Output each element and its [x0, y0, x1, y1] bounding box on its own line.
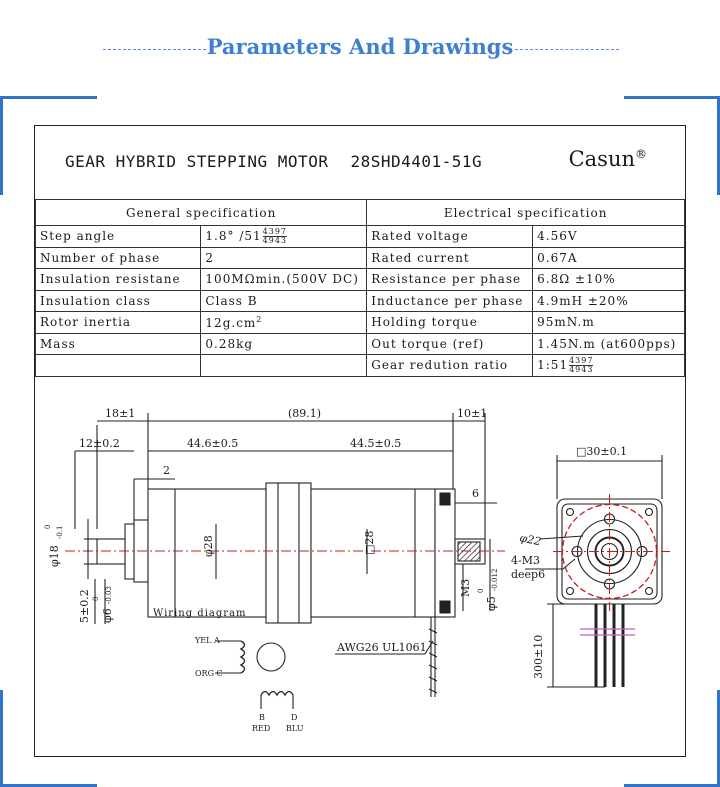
spec-value: 12g.cm2: [200, 311, 368, 334]
header-line-right: [515, 49, 619, 50]
wire-red: RED: [252, 724, 270, 733]
corner-top-right: [624, 96, 720, 195]
product-title: GEAR HYBRID STEPPING MOTOR 28SHD4401-51G: [65, 152, 482, 171]
corner-bottom-right: [624, 690, 720, 787]
model-number: 28SHD4401-51G: [350, 152, 483, 171]
dim-dia28: φ28: [202, 535, 215, 557]
electrical-spec-header: Electrical specification: [366, 199, 685, 226]
corner-top-left: [0, 96, 97, 195]
dim-dia18: φ18: [48, 545, 61, 567]
spec-label: Insulation class: [34, 289, 202, 312]
dim-18: 18±1: [105, 407, 135, 420]
spec-value: 0.67A: [532, 246, 685, 269]
spec-label: Resistance per phase: [366, 268, 534, 291]
coil-bd: [260, 690, 294, 697]
dim-dia5: φ5: [485, 596, 498, 611]
spec-value: 4.9mH ±20%: [532, 289, 685, 312]
dim-m3: M3: [459, 579, 472, 597]
dim-dia5-tol-top: 0: [477, 589, 485, 593]
dim-dia6: φ6: [101, 608, 114, 623]
dim-dia18-tol: -0.1: [56, 526, 64, 540]
spec-value: [200, 354, 368, 377]
spec-label: Out torque (ref): [366, 332, 534, 355]
spec-value: 100MΩmin.(500V DC): [200, 268, 368, 291]
dim-300: 300±10: [532, 635, 545, 679]
spec-label: Insulation resistane: [34, 268, 202, 291]
dim-4-m3: 4-M3: [511, 554, 540, 567]
spec-label: Gear redution ratio: [366, 354, 534, 377]
spec-value: 6.8Ω ±10%: [532, 268, 685, 291]
spec-label: Inductance per phase: [366, 289, 534, 312]
brand-logo: Casun®: [568, 147, 647, 171]
dim-44-6: 44.6±0.5: [187, 437, 238, 450]
spec-value: 4.56V: [532, 225, 685, 248]
spec-table: General specification Electrical specifi…: [34, 199, 685, 377]
dim-6: 6: [472, 487, 479, 500]
spec-label: Mass: [34, 332, 202, 355]
spec-table-header: General specification Electrical specifi…: [34, 199, 685, 226]
spec-label: Step angle: [34, 225, 202, 248]
awg-label: AWG26 UL1061: [336, 641, 427, 654]
spec-label: Rated voltage: [366, 225, 534, 248]
dim-dia5-tol: -0.012: [491, 569, 499, 591]
section-title: Parameters And Drawings: [206, 34, 514, 59]
coil-ac: [239, 640, 246, 674]
spec-value: Class B: [200, 289, 368, 312]
dim-dia18-tol-top: 0: [44, 525, 52, 529]
gearbox-ring: [265, 482, 312, 624]
spec-value: 2: [200, 246, 368, 269]
wiring-title: Wiring diagram: [153, 608, 247, 619]
dim-dia22: φ22: [518, 531, 542, 548]
spec-label: [34, 354, 202, 377]
spec-label: Rated current: [366, 246, 534, 269]
general-spec-header: General specification: [34, 199, 368, 226]
dim-sq30: □30±0.1: [576, 445, 627, 458]
wire-b: B: [259, 713, 265, 722]
header-line-left: [103, 49, 206, 50]
dim-deep6: deep6: [511, 568, 545, 581]
spec-label: Rotor inertia: [34, 311, 202, 334]
dim-sq28: □28: [363, 531, 376, 555]
dim-dia6-tol: -0.03: [105, 586, 113, 604]
wire-yel: YEL A: [194, 636, 220, 645]
rear-cap: [434, 488, 456, 618]
dim-10: 10±1: [457, 407, 487, 420]
wire-d: D: [291, 713, 297, 722]
product-name: GEAR HYBRID STEPPING MOTOR: [65, 152, 329, 171]
gearbox-body: [147, 488, 267, 618]
dim-2: 2: [163, 464, 170, 477]
wire-blu: BLU: [286, 724, 304, 733]
spec-value: 95mN.m: [532, 311, 685, 334]
spec-value: 0.28kg: [200, 332, 368, 355]
spec-value: 1.45N.m (at600pps): [532, 332, 685, 355]
motor-symbol: [256, 642, 286, 672]
dim-44-5: 44.5±0.5: [350, 437, 401, 450]
dim-dia6-tol-top: 0: [92, 597, 100, 601]
dim-89: (89.1): [288, 407, 321, 420]
spec-label: Holding torque: [366, 311, 534, 334]
motor-drawing: 18±1 (89.1) 10±1 12±0.2 44.6±0.5 44.5±0.…: [44, 407, 670, 733]
dim-12: 12±0.2: [79, 437, 120, 450]
dim-5: 5±0.2: [78, 589, 91, 623]
wire-org: ORG C: [195, 669, 223, 678]
corner-bottom-left: [0, 690, 97, 787]
spec-label: Number of phase: [34, 246, 202, 269]
